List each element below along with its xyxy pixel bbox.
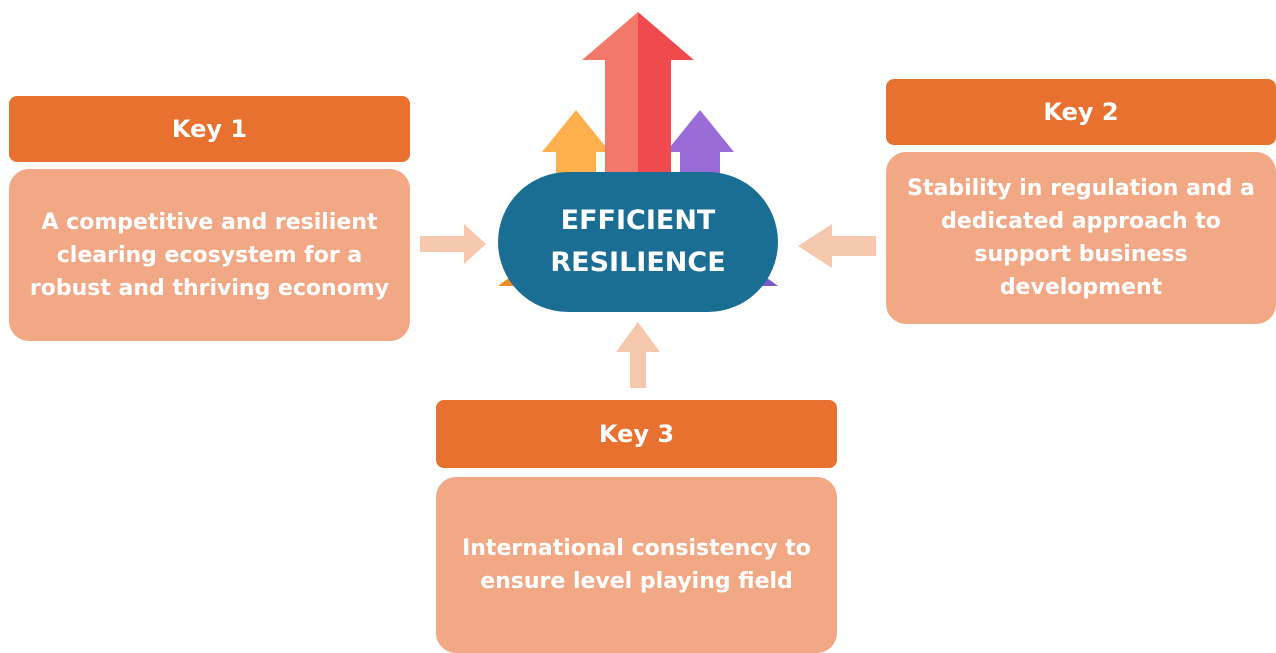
key2-header: Key 2 xyxy=(886,79,1276,145)
key2-body: Stability in regulation and a dedicated … xyxy=(886,152,1276,324)
key3-header: Key 3 xyxy=(436,400,837,468)
key3-body: International consistency to ensure leve… xyxy=(436,477,837,653)
center-title: EFFICIENT RESILIENCE xyxy=(550,205,726,278)
connector-arrow-key2 xyxy=(798,224,876,268)
key1-header: Key 1 xyxy=(9,96,410,162)
connector-arrow-key3 xyxy=(616,322,660,388)
center-hub xyxy=(498,172,778,312)
connector-arrow-key1 xyxy=(420,224,486,264)
key1-body: A competitive and resilient clearing eco… xyxy=(9,169,410,341)
